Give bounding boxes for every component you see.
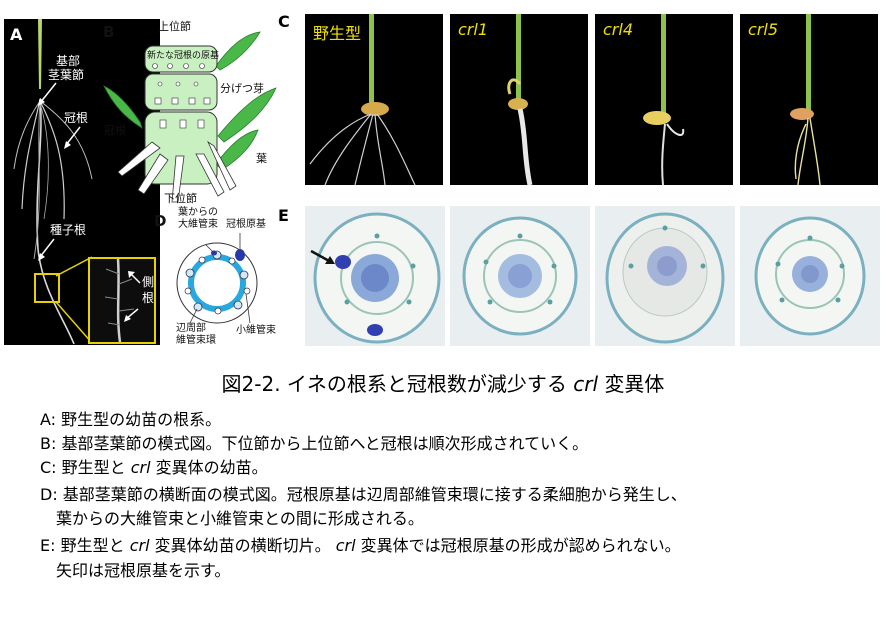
panel-e-label: E: [278, 206, 289, 225]
caption-e-italic: crl: [129, 536, 150, 555]
inset-selection-box: [34, 273, 60, 303]
figure-title-suffix: 変異体: [604, 372, 665, 396]
caption-c-suffix: 変異体の幼苗。: [155, 458, 268, 477]
upper-node-label: 上位節: [158, 20, 191, 33]
figure-title: 図2-2. イネの根系と冠根数が減少する crl 変異体: [0, 368, 886, 397]
arrow-icon: [310, 249, 335, 264]
caption-b: B: 基部茎葉節の模式図。下位節から上位節へと冠根は順次形成されていく。: [40, 434, 589, 453]
caption-a: A: 野生型の幼苗の根系。: [40, 410, 222, 429]
caption-c: C: 野生型と crl 変異体の幼苗。: [40, 457, 268, 479]
seedling-illustration: [309, 14, 416, 185]
panel-c-label: C: [278, 12, 290, 31]
cross-section-illustration: [605, 212, 725, 344]
caption-d-line2: 葉からの大維管束と小維管束との間に形成される。: [56, 509, 424, 528]
caption-e-suffix: 変異体では冠根原基の形成が認められない。: [360, 536, 681, 555]
figure-title-italic: crl: [573, 372, 599, 396]
panel-a-photo: A 基部 茎葉節 冠根 種子根: [4, 19, 160, 345]
seminal-root-label: 種子根: [50, 223, 87, 237]
cross-section-schematic: [176, 233, 258, 324]
panel-c-title-crl1: crl1: [458, 20, 488, 39]
seedling-photo-crl5: crl5: [740, 14, 878, 185]
arrow-icon: [64, 126, 81, 149]
seedling-photo-wild-type: 野生型: [305, 14, 443, 185]
crown-root-label: 冠根: [64, 111, 89, 125]
panel-a-label: A: [10, 25, 23, 44]
panel-b-diagram: B 上位節 新たな冠根の原基 分げつ芽 冠根 葉 下位節: [100, 14, 300, 205]
panel-c-title-crl4: crl4: [603, 20, 633, 39]
seedling-illustration: [643, 14, 685, 185]
seedling-photo-crl4: crl4: [595, 14, 733, 185]
lateral-root-label-1: 側: [142, 275, 155, 289]
panel-c-title-wild-type: 野生型: [313, 24, 362, 43]
figure-title-text: 図2-2. イネの根系と冠根数が減少する: [221, 372, 567, 396]
arrow-icon: [38, 82, 57, 106]
arrow-icon: [124, 308, 139, 322]
inset-connector-lines: [56, 256, 93, 344]
cross-section-illustration: [462, 216, 578, 336]
cross-section-photo-wild-type: [305, 206, 445, 346]
lateral-root-closeup: [104, 259, 135, 342]
large-vb-label-2: 大維管束: [178, 219, 218, 230]
tiller-bud-label: 分げつ芽: [220, 82, 264, 95]
caption-e-text: E: 野生型と: [40, 536, 125, 555]
crown-root-label-b: 冠根: [104, 124, 126, 137]
cross-section-photo-crl1: [450, 206, 590, 346]
caption-c-italic: crl: [130, 458, 151, 477]
rice-root-system-illustration: [13, 19, 93, 345]
peripheral-label-1: 辺周部: [176, 323, 206, 334]
stem-base-label-2: 茎葉節: [48, 68, 85, 82]
panel-c-title-crl5: crl5: [748, 20, 778, 39]
caption-e-mid: 変異体幼苗の横断切片。: [154, 536, 331, 555]
caption-e-italic-2: crl: [335, 536, 356, 555]
caption-e-line1: E: 野生型と crl 変異体幼苗の横断切片。 crl 変異体では冠根原基の形成…: [40, 535, 681, 557]
panel-b-label: B: [103, 23, 115, 41]
caption-e-line2: 矢印は冠根原基を示す。: [56, 561, 231, 580]
stem-base-label-1: 基部: [56, 54, 81, 68]
panel-d-label: D: [154, 212, 167, 230]
seedling-illustration: [507, 14, 533, 185]
panel-d-diagram: D 葉からの 大維管束 冠根原基 辺周部 維管束環 小維管束: [150, 205, 300, 347]
stem-node-schematic: [103, 31, 277, 203]
seedling-photo-crl1: crl1: [450, 14, 588, 185]
large-vb-label-1: 葉からの: [178, 207, 218, 218]
lateral-root-label-2: 根: [142, 291, 155, 305]
cross-section-photo-crl5: [740, 206, 880, 346]
primordium-label: 冠根原基: [226, 219, 266, 230]
arrow-icon: [38, 238, 55, 261]
lower-node-label: 下位節: [164, 192, 197, 205]
leaf-label: 葉: [256, 152, 267, 165]
cross-section-photo-crl4: [595, 206, 735, 346]
seedling-illustration: [790, 14, 821, 185]
cross-section-illustration: [754, 216, 866, 336]
cross-section-illustration: [313, 212, 441, 344]
small-vb-label: 小維管束: [236, 325, 276, 336]
caption-c-text: C: 野生型と: [40, 458, 126, 477]
peripheral-label-2: 維管束環: [176, 335, 216, 346]
arrow-icon: [128, 271, 141, 284]
new-primordia-label: 新たな冠根の原基: [147, 51, 220, 61]
lateral-root-inset: 側 根: [88, 257, 156, 344]
caption-d-line1: D: 基部茎葉節の横断面の模式図。冠根原基は辺周部維管束環に接する柔細胞から発生…: [40, 485, 687, 504]
